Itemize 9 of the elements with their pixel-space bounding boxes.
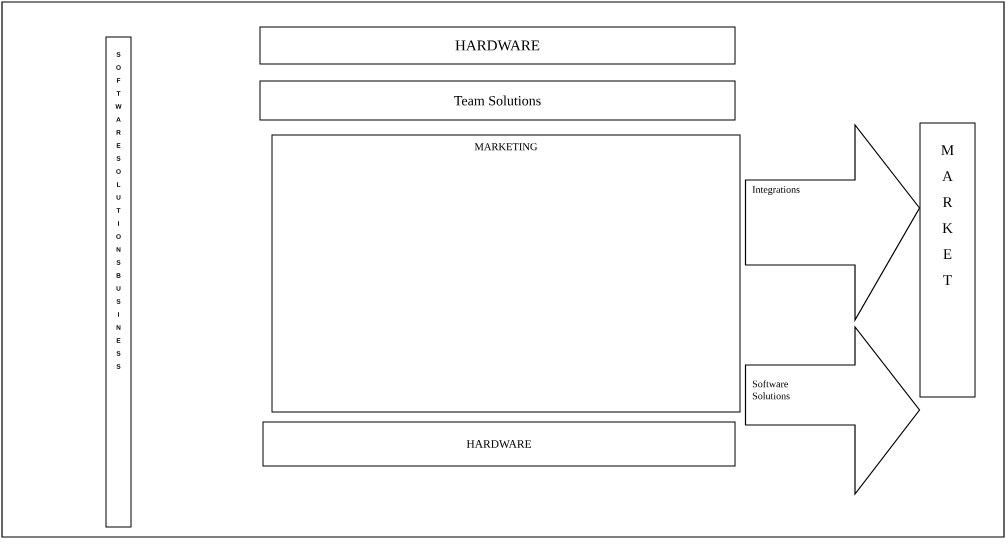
edge-label: Integrations <box>752 186 800 195</box>
bar-box: HARDWARE <box>262 421 736 467</box>
content-box: MARKETING <box>271 134 741 413</box>
vertical-box: MARKET <box>919 122 976 398</box>
block-arrow <box>744 325 921 496</box>
bar-box: Team Solutions <box>259 80 736 121</box>
bar-box: HARDWARE <box>259 26 736 65</box>
block-arrow <box>744 123 921 323</box>
edge-label: Software Solutions <box>752 380 790 400</box>
